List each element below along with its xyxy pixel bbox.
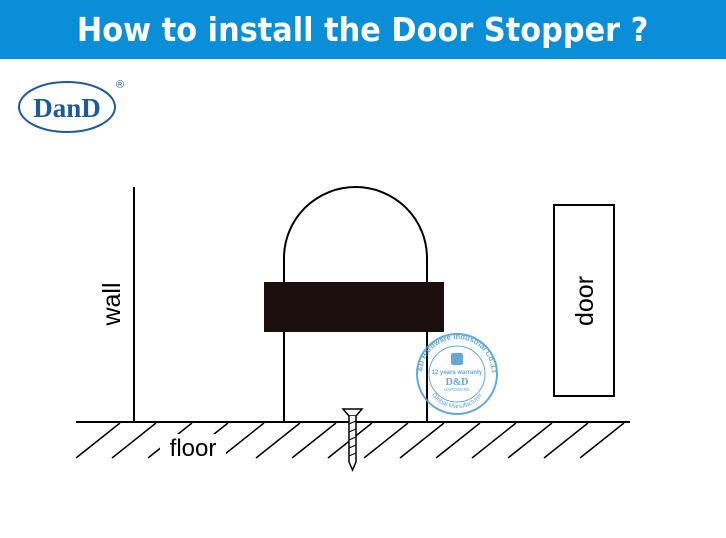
wall-label: wall bbox=[98, 282, 126, 326]
hatch-line bbox=[471, 422, 517, 459]
screw-icon bbox=[341, 408, 364, 472]
door-stopper-outline bbox=[283, 186, 428, 422]
hatch-line bbox=[255, 422, 301, 459]
registered-mark: ® bbox=[116, 79, 124, 91]
stamp-sub: HARDWARE bbox=[444, 387, 470, 392]
hatch-line bbox=[579, 422, 625, 459]
hatch-line bbox=[111, 422, 157, 459]
stamp-emblem-icon bbox=[451, 353, 463, 365]
hatch-line bbox=[507, 422, 553, 459]
floor-label: floor bbox=[170, 435, 217, 462]
company-stamp: D&D Hardware Industrial Co.,Ltd Global M… bbox=[0, 0, 499, 415]
door-label: door bbox=[571, 276, 599, 326]
stamp-warranty: 12 years warranty bbox=[432, 370, 483, 376]
door-rect bbox=[553, 204, 615, 397]
hatch-line bbox=[363, 422, 409, 459]
page-title: How to install the Door Stopper ? bbox=[77, 10, 649, 49]
hatch-line bbox=[75, 422, 121, 459]
floor-label-bg bbox=[160, 434, 226, 462]
hatch-line bbox=[399, 422, 445, 459]
logo-text: DanD bbox=[33, 93, 101, 123]
hatch-line bbox=[219, 422, 265, 459]
stamp-brand: D&D bbox=[446, 377, 469, 388]
hatch-line bbox=[435, 422, 481, 459]
hatch-line bbox=[543, 422, 589, 459]
hatch-line bbox=[291, 422, 337, 459]
stopper-rubber-band bbox=[264, 282, 444, 332]
title-banner: How to install the Door Stopper ? bbox=[0, 0, 726, 59]
dand-logo: DanD ® bbox=[18, 79, 124, 133]
